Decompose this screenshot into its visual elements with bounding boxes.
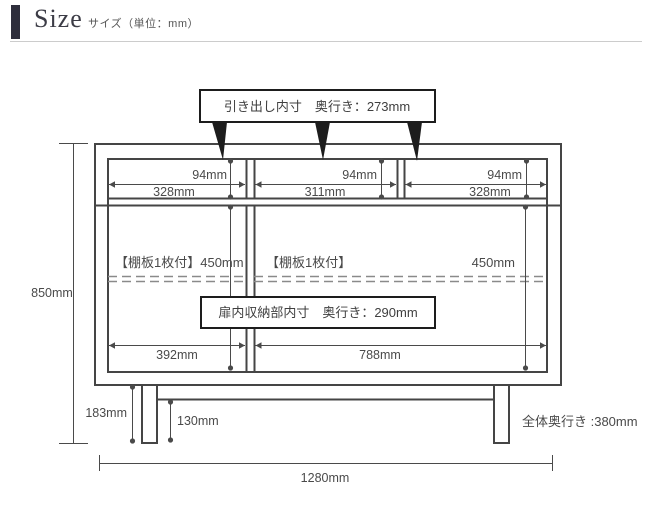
dim-drawer2-height: 94mm xyxy=(342,168,377,182)
dim-drawer3-width: 328mm xyxy=(469,185,511,199)
overall-width-dimension: 1280mm xyxy=(99,455,553,485)
dim-overall-width: 1280mm xyxy=(301,471,350,485)
door-inner-callout: 扉内収納部内寸 奥行き：290mm xyxy=(200,296,436,329)
right-leg xyxy=(493,384,510,444)
overall-height-dimension: 850mm xyxy=(31,143,88,444)
left-shelf-label: 【棚板1枚付】450mm xyxy=(115,255,244,270)
leg-dimensions: 183mm 130mm xyxy=(85,384,219,444)
door-callout-text: 扉内収納部内寸 奥行き：290mm xyxy=(218,305,417,320)
dim-leg-height: 130mm xyxy=(177,414,219,428)
dim-overall-height: 850mm xyxy=(31,286,73,300)
header-divider xyxy=(10,41,642,42)
dim-drawer1-width: 328mm xyxy=(153,185,195,199)
inner-width-dimensions: 392mm 788mm xyxy=(109,342,546,362)
left-leg xyxy=(141,384,158,444)
compartment-height-dimensions: 【棚板1枚付】450mm 【棚板1枚付】 450mm xyxy=(115,204,529,371)
drawer-height-dimensions: 94mm 94mm 94mm xyxy=(192,158,530,200)
dim-drawer2-width: 311mm xyxy=(305,185,346,199)
dim-floor-clearance: 183mm xyxy=(85,406,127,420)
cabinet-outline xyxy=(94,143,562,444)
drawer-inner-callout: 引き出し内寸 奥行き：273mm xyxy=(199,89,436,161)
dim-right-inner-width: 788mm xyxy=(359,348,401,362)
right-shelf-label: 【棚板1枚付】 xyxy=(266,255,351,270)
callout-pointer-center xyxy=(315,122,330,160)
callout-pointer-left xyxy=(212,122,227,160)
drawer-width-dimensions: 328mm 311mm 328mm xyxy=(109,181,546,199)
title-accent-bar xyxy=(11,5,20,39)
door-callout-box xyxy=(200,296,436,329)
drawer-callout-box xyxy=(199,89,436,123)
overall-depth-note: 全体奥行き :380mm xyxy=(522,414,638,429)
cabinet-inner-frame xyxy=(107,158,548,373)
cabinet-outer-frame xyxy=(94,143,562,386)
dim-left-inner-width: 392mm xyxy=(156,348,198,362)
right-shelf-height: 450mm xyxy=(472,255,515,270)
page-title: Size xyxy=(34,4,83,33)
dim-drawer1-height: 94mm xyxy=(192,168,227,182)
page-subtitle: サイズ（単位：mm） xyxy=(88,18,199,30)
callout-pointer-right xyxy=(407,122,422,161)
drawer-callout-text: 引き出し内寸 奥行き：273mm xyxy=(224,99,410,114)
dim-drawer3-height: 94mm xyxy=(487,168,522,182)
